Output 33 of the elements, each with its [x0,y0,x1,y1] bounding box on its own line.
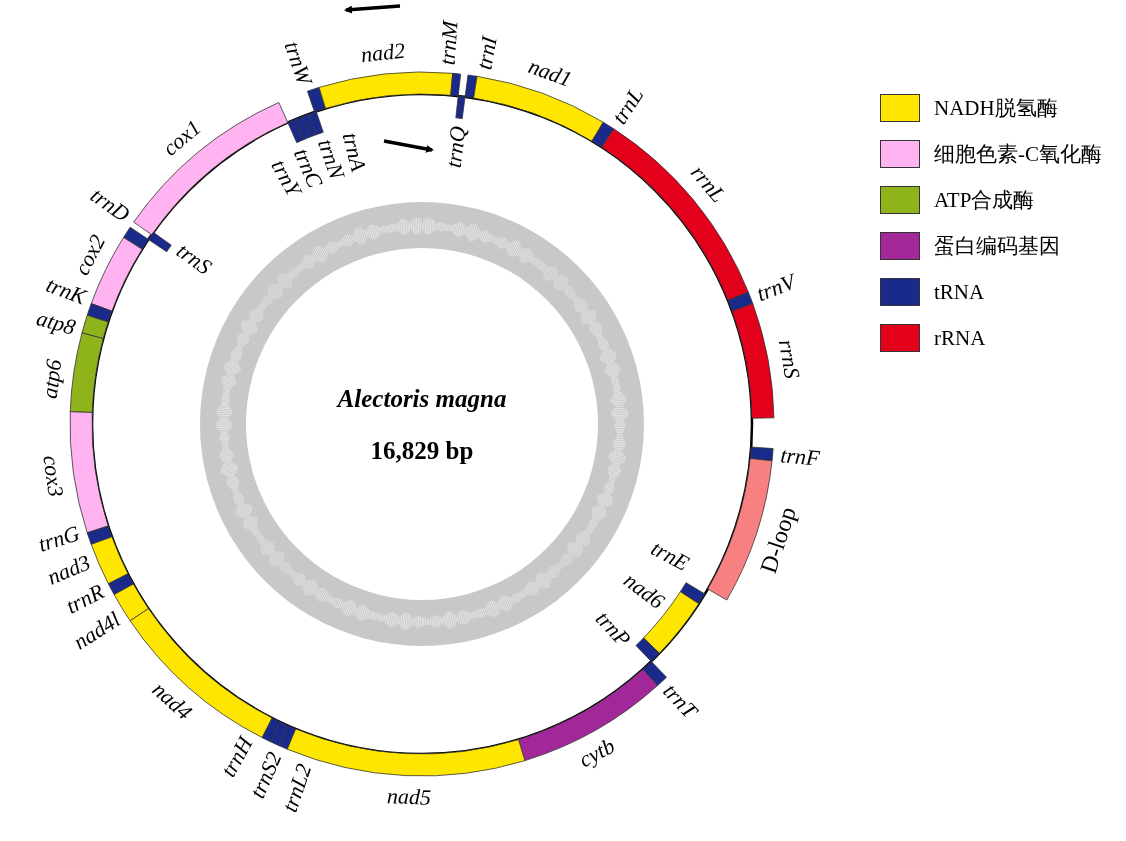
gene-label: cox3 [38,453,67,498]
gene-label: nad5 [386,785,432,809]
gene-label: trnT [659,679,702,723]
gene-label: trnS [172,238,216,279]
legend-label: tRNA [934,279,985,305]
gene-label: trnW [280,38,316,88]
gene-label: trnH [217,733,257,781]
genome-length: 16,829 bp [370,437,474,463]
gene-label: trnM [436,20,462,66]
species-name: Alectoris magna [337,385,507,411]
gene-label: cox1 [159,116,206,160]
gene-label: trnL [608,84,648,129]
gene-label: nad2 [359,39,407,67]
gene-label: trnF [779,444,821,470]
gene-label: atp8 [34,306,79,339]
gene-label: D-loop [755,503,800,576]
gene-label: trnG [35,521,82,556]
legend-label: ATP合成酶 [934,187,1035,214]
legend-label: NADH脱氢酶 [934,95,1058,122]
gene-label: cox2 [70,231,109,279]
legend-label: 细胞色素-C氧化酶 [934,141,1102,168]
gene-label: trnV [754,270,799,306]
gene-label: atp6 [38,357,66,400]
gene-label: trnI [473,35,502,72]
legend-label: 蛋白编码基因 [934,233,1060,260]
gene-label: nad1 [525,55,574,92]
gene-label: cytb [575,735,619,772]
gene-label: nad4 [148,678,197,725]
legend-label: rRNA [934,325,986,351]
gene-label: trnQ [442,125,470,170]
gene-label: rrnS [775,338,804,381]
gene-label: rrnL [686,161,730,207]
gene-label: trnD [86,184,134,227]
